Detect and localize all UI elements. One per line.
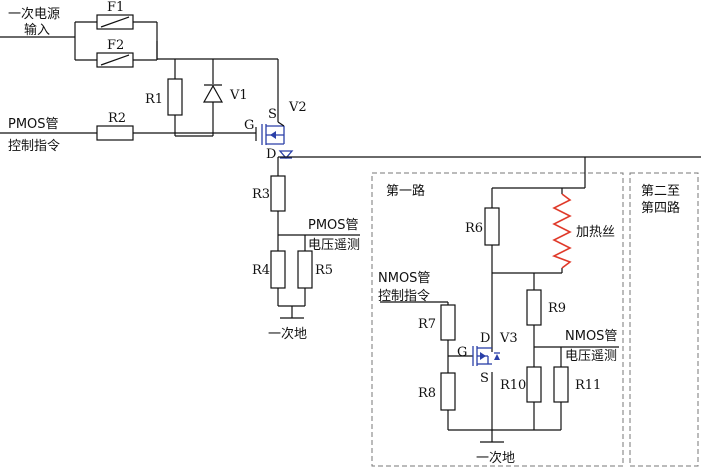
label-r5: R5 (315, 263, 333, 278)
resistor-r10 (526, 366, 542, 403)
nmos-telemetry-label-2: 电压遥测 (565, 349, 617, 364)
resistor-r5 (297, 250, 313, 289)
label-v2: V2 (288, 100, 307, 115)
primary-power-input-label-2: 输入 (24, 22, 50, 38)
label-r11: R11 (575, 378, 601, 393)
label-r4: R4 (252, 263, 270, 278)
channel-1-wiring (380, 157, 619, 443)
label-r9: R9 (548, 301, 566, 316)
label-v3-drain: D (480, 331, 490, 346)
label-r10: R10 (500, 378, 526, 393)
label-v1: V1 (229, 88, 248, 103)
label-f2: F2 (107, 38, 124, 53)
pmos-telemetry-label-2: 电压遥测 (308, 238, 360, 253)
label-r7: R7 (418, 317, 436, 332)
resistor-r4 (270, 250, 286, 289)
gate-network (0, 59, 257, 141)
nmos-telemetry-label: NMOS管 (565, 329, 617, 344)
input-wiring (0, 21, 278, 61)
pmos-command-label-2: 控制指令 (8, 139, 60, 154)
label-r1: R1 (145, 92, 163, 107)
heater-label: 加热丝 (576, 225, 615, 240)
label-v2-source: S (268, 107, 277, 122)
resistor-r1 (167, 78, 183, 116)
fuse-f1 (96, 14, 134, 30)
label-r3: R3 (252, 187, 270, 202)
nmos-command-label-2: 控制指令 (378, 289, 430, 304)
pmos-telemetry-label: PMOS管 (308, 218, 359, 233)
resistor-r9 (526, 289, 542, 326)
ground-label-2: 一次地 (476, 450, 515, 466)
label-v3-source: S (480, 371, 489, 386)
resistor-r11 (553, 366, 569, 403)
label-v2-drain: D (266, 147, 276, 162)
resistor-r2 (96, 125, 134, 141)
resistor-r7 (440, 304, 456, 341)
label-r6: R6 (465, 221, 483, 236)
label-f1: F1 (107, 0, 124, 15)
label-r8: R8 (418, 386, 436, 401)
diode-v1 (202, 84, 224, 103)
other-channels-label-2: 第四路 (641, 200, 680, 216)
pmos-command-label: PMOS管 (8, 117, 59, 132)
label-v3-gate: G (457, 345, 467, 360)
ground-label-1: 一次地 (268, 326, 307, 342)
primary-power-input-label: 一次电源 (8, 6, 60, 22)
nmos-v3 (472, 346, 500, 366)
label-r2: R2 (108, 111, 126, 126)
resistor-r6 (484, 207, 500, 246)
resistor-r8 (440, 372, 456, 411)
heater-coil (552, 193, 572, 269)
label-v2-gate: G (244, 118, 254, 133)
other-channels-box (629, 172, 699, 467)
first-channel-label: 第一路 (386, 183, 425, 199)
telemetry-divider (277, 157, 360, 319)
nmos-command-label: NMOS管 (378, 271, 430, 286)
other-channels-label: 第二至 (641, 184, 680, 199)
fuse-f2 (96, 52, 134, 68)
label-v3: V3 (499, 331, 518, 346)
pmos-v2 (261, 59, 294, 159)
resistor-r3 (270, 175, 286, 212)
